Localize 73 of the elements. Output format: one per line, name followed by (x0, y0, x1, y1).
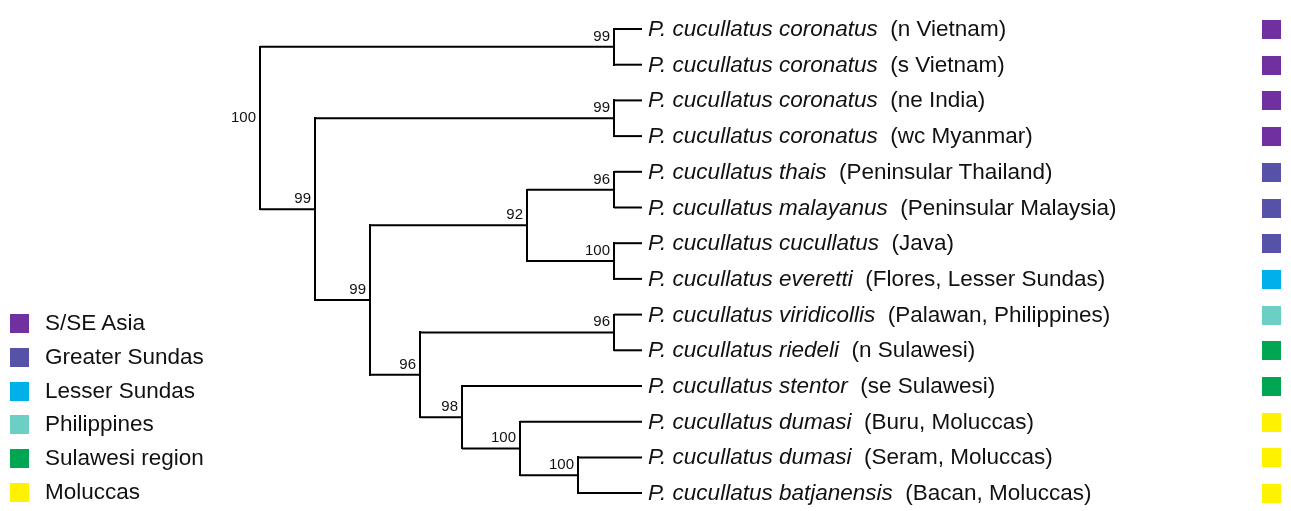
branch-line (526, 188, 615, 191)
bootstrap-value: 98 (441, 398, 458, 415)
branch-line (259, 208, 316, 211)
branch-line (613, 242, 643, 245)
taxon-label: P. cucullatus stentor (se Sulawesi) (648, 373, 996, 399)
bootstrap-value: 99 (294, 190, 311, 207)
region-swatch (1262, 20, 1281, 39)
branch-line (613, 313, 643, 316)
legend-label: Greater Sundas (45, 343, 204, 370)
branch-line (613, 99, 643, 102)
branch-line (613, 349, 643, 352)
branch-line (369, 373, 421, 376)
region-swatch (1262, 198, 1281, 218)
branch-line (461, 385, 643, 387)
branch-line (526, 260, 615, 263)
bootstrap-value: 99 (593, 99, 610, 116)
taxon-label: P. cucullatus thais (Peninsular Thailand) (648, 158, 1053, 185)
taxon-label: P. cucullatus coronatus (n Vietnam) (648, 16, 1007, 42)
taxon-label: P. cucullatus dumasi (Seram, Moluccas) (648, 444, 1053, 471)
bootstrap-value: 92 (506, 206, 523, 223)
bootstrap-value: 96 (399, 355, 416, 372)
region-swatch (1262, 484, 1281, 504)
region-swatch (1262, 269, 1281, 289)
legend-label: Philippines (45, 411, 154, 438)
region-swatch (1262, 341, 1281, 361)
branch-line (419, 331, 615, 334)
bootstrap-value: 99 (593, 27, 610, 44)
branch-line (577, 456, 643, 459)
branch-line (577, 492, 643, 495)
legend-label: Moluccas (45, 479, 141, 505)
bootstrap-value: 100 (490, 429, 516, 446)
branch-line (613, 135, 643, 138)
legend-label: S/SE Asia (45, 310, 146, 336)
branch-line (613, 277, 643, 280)
taxon-label: P. cucullatus coronatus (wc Myanmar) (648, 123, 1033, 150)
bootstrap-value: 96 (593, 313, 610, 330)
branch-line (369, 224, 528, 227)
region-swatch (1262, 55, 1281, 75)
bootstrap-value: 96 (593, 170, 610, 187)
region-swatch (1262, 377, 1281, 396)
branch-line (259, 45, 615, 48)
branch-line (419, 416, 463, 419)
taxon-label: P. cucullatus everetti (Flores, Lesser Sundas) (648, 265, 1106, 292)
branch-line (519, 420, 643, 423)
taxon-label: P. cucullatus malayanus (Peninsular Malaysia) (648, 194, 1117, 221)
legend-label: Sulawesi region (45, 445, 204, 472)
branch-line (314, 299, 371, 302)
region-swatch (1262, 448, 1281, 468)
branch-line (613, 206, 643, 209)
branch-line (613, 170, 643, 173)
branch-line (613, 28, 643, 30)
taxon-label: P. cucullatus batjanensis (Bacan, Moluccas) (648, 480, 1092, 507)
bootstrap-value: 100 (548, 456, 574, 473)
region-swatch (1262, 91, 1281, 111)
bootstrap-value: 100 (230, 109, 256, 125)
taxon-label: P. cucullatus viridicollis (Palawan, Philippines) (648, 301, 1111, 328)
branch-line (314, 117, 615, 120)
bootstrap-value: 99 (349, 281, 366, 298)
branch-line (613, 63, 643, 66)
branch-line (519, 474, 579, 477)
taxon-label: P. cucullatus dumasi (Buru, Moluccas) (648, 408, 1034, 435)
taxon-label: P. cucullatus cucullatus (Java) (648, 230, 954, 257)
branch-line (461, 447, 521, 450)
taxon-label: P. cucullatus coronatus (s Vietnam) (648, 51, 1005, 78)
region-swatch (1262, 234, 1281, 254)
bootstrap-value: 100 (584, 242, 610, 259)
taxon-label: P. cucullatus coronatus (ne India) (648, 87, 986, 114)
region-swatch (1262, 127, 1281, 147)
legend-label: Lesser Sundas (45, 377, 196, 404)
region-swatch (1262, 162, 1281, 182)
region-swatch (1262, 305, 1281, 325)
region-swatch (1262, 412, 1281, 432)
taxon-label: P. cucullatus riedeli (n Sulawesi) (648, 337, 976, 364)
